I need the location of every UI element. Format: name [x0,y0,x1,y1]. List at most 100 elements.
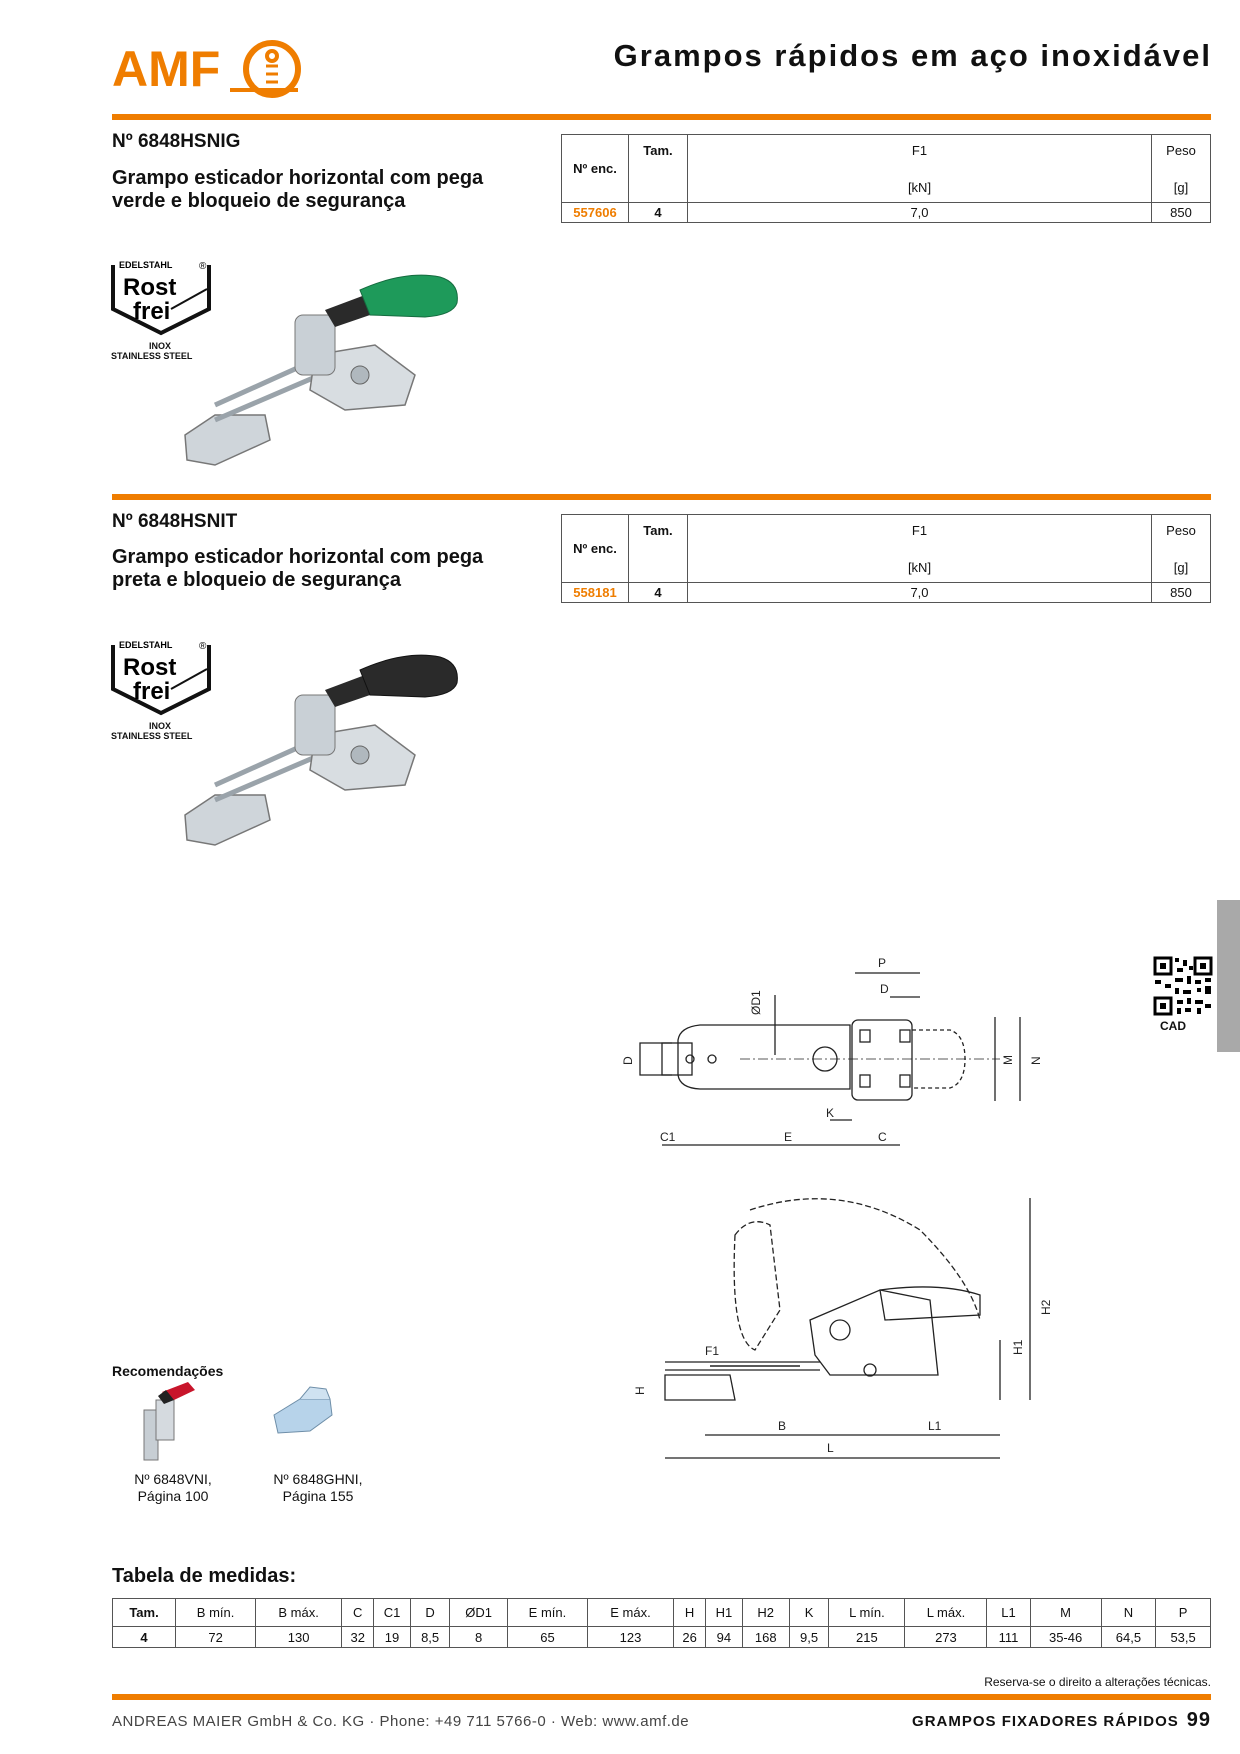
col-order-no: Nº enc. [561,134,629,203]
product-description-2: Grampo esticador horizontal com pega pre… [112,546,484,591]
section-tab [1217,900,1240,1052]
footer-divider [112,1694,1211,1700]
col-force: F1[kN] [687,514,1152,583]
dim-value-cell: 94 [705,1626,743,1648]
dim-value-cell: 123 [586,1626,675,1648]
dim-header-cell: H2 [741,1598,790,1627]
dim-value-cell: 4 [111,1626,177,1648]
dim-header-cell: E máx. [586,1598,675,1627]
svg-text:F1: F1 [705,1344,719,1358]
svg-text:N: N [1029,1056,1043,1065]
svg-text:C1: C1 [660,1130,676,1144]
dim-header-cell: D [409,1598,451,1627]
dim-value-cell: 65 [506,1626,588,1648]
dim-header-cell: L mín. [828,1598,906,1627]
technical-drawing-side-view: H2 H1 H F1 B L1 L [620,1190,1070,1475]
svg-text:C: C [878,1130,887,1144]
recommendations-label: Recomendações [112,1363,224,1379]
svg-text:L: L [827,1441,834,1455]
dim-header-cell: M [1029,1598,1102,1627]
dim-value-cell: 72 [175,1626,257,1648]
dim-header-cell: N [1100,1598,1157,1627]
recommendation-image-1[interactable] [140,1380,200,1473]
dim-header-cell: Tam. [111,1598,177,1627]
logo-text: AMF [112,41,220,97]
spec-table-1: Nº enc. Tam. F1[kN] Peso[g] 557606 4 7,0… [561,134,1211,223]
col-weight: Peso[g] [1151,514,1211,583]
dim-header-cell: B mín. [175,1598,257,1627]
col-force: F1[kN] [687,134,1152,203]
col-order-no: Nº enc. [561,514,629,583]
product-number-1: Nº 6848HSNIG [112,131,241,152]
svg-text:L1: L1 [928,1419,942,1433]
product-image-green-handle [175,265,475,480]
recommendation-caption-1[interactable]: Nº 6848VNI, Página 100 [134,1471,212,1504]
dim-header-cell: C [341,1598,375,1627]
dim-header-cell: P [1155,1598,1211,1627]
qr-code-icon[interactable] [1153,956,1213,1021]
cad-label: CAD [1160,1019,1186,1033]
svg-text:P: P [878,956,886,970]
dim-header-cell: C1 [373,1598,411,1627]
dim-value-cell: 32 [341,1626,375,1648]
technical-drawing-top-view: P D ØD1 D M N K C1 E C [620,955,1070,1160]
dim-value-cell: 215 [828,1626,906,1648]
dim-value-cell: 8 [449,1626,508,1648]
dim-value-cell: 111 [986,1626,1031,1648]
page-title: Grampos rápidos em aço inoxidável [613,38,1212,73]
dim-value-cell: 26 [673,1626,707,1648]
product-number-2: Nº 6848HSNIT [112,511,238,532]
svg-text:frei: frei [133,678,170,705]
spec-table-2: Nº enc. Tam. F1[kN] Peso[g] 558181 4 7,0… [561,514,1211,603]
amf-logo: AMF [112,34,302,109]
section-divider-2 [112,494,1211,500]
order-number-link[interactable]: 557606 [561,202,629,223]
dim-header-cell: B máx. [255,1598,343,1627]
col-weight: Peso[g] [1151,134,1211,203]
col-size: Tam. [628,514,688,583]
rostfrei-badge-1: EDELSTAHL ® Rost frei INOX STAINLESS STE… [111,261,213,361]
section-divider-1 [112,114,1211,120]
dim-value-cell: 19 [373,1626,411,1648]
recommendation-image-2[interactable] [270,1385,336,1446]
dim-value-cell: 8,5 [409,1626,451,1648]
svg-text:E: E [784,1130,792,1144]
dim-value-cell: 130 [255,1626,343,1648]
dim-header-cell: K [788,1598,830,1627]
recommendation-caption-2[interactable]: Nº 6848GHNI, Página 155 [273,1471,363,1504]
disclaimer: Reserva-se o direito a alterações técnic… [984,1675,1211,1689]
dim-value-cell: 9,5 [788,1626,830,1648]
svg-text:ØD1: ØD1 [749,990,763,1015]
dim-header-cell: E mín. [506,1598,588,1627]
dim-header-cell: H [673,1598,707,1627]
page-number: 99 [1186,1709,1211,1731]
dim-value-cell: 64,5 [1100,1626,1157,1648]
dim-header-cell: ØD1 [449,1598,508,1627]
order-number-link[interactable]: 558181 [561,582,629,603]
svg-text:EDELSTAHL: EDELSTAHL [119,641,173,650]
dim-header-cell: L1 [986,1598,1031,1627]
svg-text:frei: frei [133,298,170,325]
dimensions-title: Tabela de medidas: [112,1565,297,1587]
svg-text:®: ® [199,641,207,652]
svg-text:K: K [826,1106,834,1120]
svg-text:H1: H1 [1011,1339,1025,1355]
svg-text:D: D [880,982,889,996]
product-image-black-handle [175,645,475,860]
dim-value-cell: 168 [741,1626,790,1648]
rostfrei-badge-2: EDELSTAHL ® Rost frei INOX STAINLESS STE… [111,641,213,741]
svg-text:®: ® [199,261,207,272]
svg-text:Rost: Rost [123,654,176,681]
svg-text:H2: H2 [1039,1299,1053,1315]
svg-text:EDELSTAHL: EDELSTAHL [119,261,173,270]
dim-header-cell: H1 [705,1598,743,1627]
col-size: Tam. [628,134,688,203]
svg-text:H: H [633,1386,647,1395]
product-description-1: Grampo esticador horizontal com pega ver… [112,167,484,212]
footer-company: ANDREAS MAIER GmbH & Co. KG · Phone: +49… [112,1713,690,1730]
dim-value-cell: 35-46 [1029,1626,1102,1648]
